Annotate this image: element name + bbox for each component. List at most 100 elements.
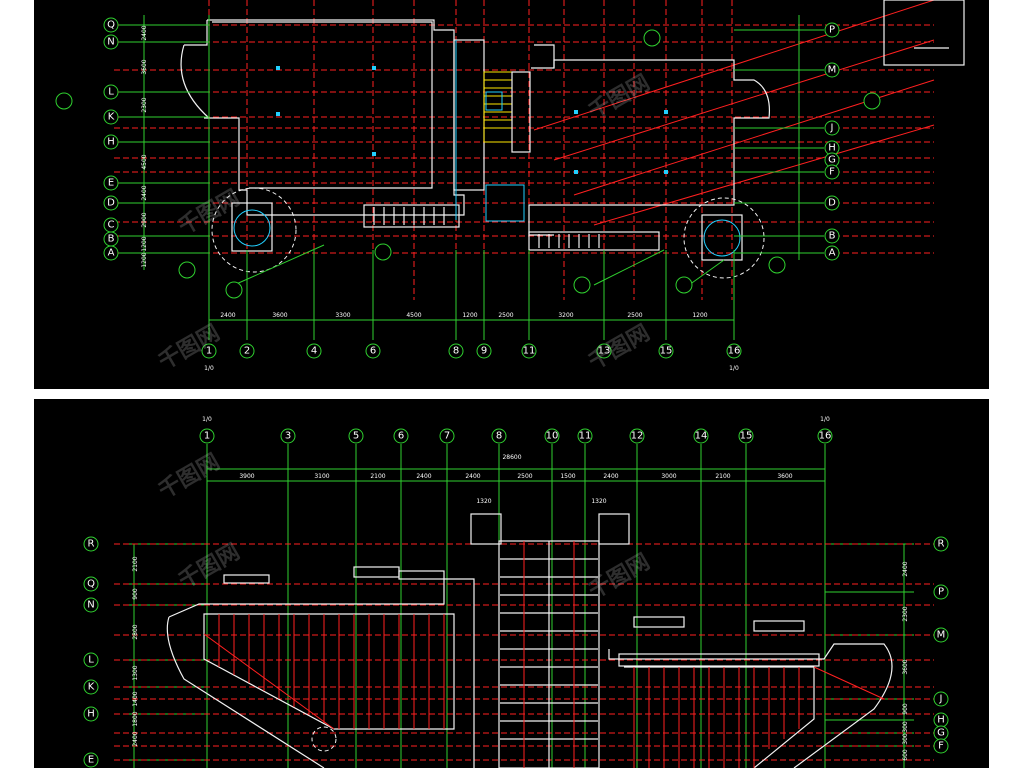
axis-bubbles-bottom: 1 2 4 6 8 9 11 13 15 16 1/0 1/0	[201, 343, 742, 372]
axis-label: L	[108, 87, 114, 98]
axis-label: M	[828, 65, 837, 76]
watermark-text: 千图网	[155, 450, 225, 505]
axis-label: 14	[695, 431, 708, 442]
dim-text: 2500	[517, 473, 532, 480]
axis-label: 9	[481, 346, 487, 357]
dimension-texts-right: 2400 2300 3600 900 300 300 600	[902, 561, 909, 761]
axis-label: 12	[631, 431, 644, 442]
roof-plan-sheet-bottom: 28600 3900 3100 2100 2400 2400 2500 1500…	[34, 399, 989, 768]
central-tower-roof	[470, 513, 630, 768]
axis-label: N	[87, 600, 94, 611]
dim-text: 3900	[239, 473, 254, 480]
dim-text: 2900	[141, 212, 148, 227]
axis-label: K	[88, 682, 95, 693]
axis-sublabel: 1/0	[202, 416, 212, 423]
axis-label: 2	[244, 346, 250, 357]
axis-label: D	[828, 198, 836, 209]
axis-label: 10	[546, 431, 559, 442]
axis-label: Q	[87, 579, 95, 590]
dim-text: 1200	[141, 252, 148, 267]
dimension-texts-bottom: 2400 3600 3300 4500 1200 2500 3200 2500 …	[220, 312, 707, 319]
dimension-texts-top: 28600 3900 3100 2100 2400 2400 2500 1500…	[239, 454, 792, 505]
dim-text: 1500	[560, 473, 575, 480]
watermark-group: 千图网 千图网 千图网	[155, 450, 655, 605]
axis-label: 1	[204, 431, 210, 442]
dim-text: 900	[132, 588, 139, 600]
axis-bubbles-left: Q N L K H E D C B A	[103, 17, 119, 261]
dim-text: 1200	[141, 236, 148, 251]
axis-label: 8	[453, 346, 459, 357]
left-roof-wing	[166, 566, 475, 768]
dim-text: 600	[902, 749, 909, 761]
dim-text: 300	[902, 733, 909, 745]
left-wing-walls	[180, 19, 465, 228]
axis-label: L	[88, 655, 94, 666]
axis-label: 7	[444, 431, 450, 442]
axis-bubbles-left: R Q N L K H E	[83, 536, 99, 768]
watermark-text: 千图网	[585, 321, 655, 376]
dimension-lines	[119, 15, 824, 340]
dim-text: 2400	[603, 473, 618, 480]
axis-label: B	[108, 234, 115, 245]
axis-label: 13	[598, 346, 611, 357]
floor-plan-drawing-top: 2400 3600 3300 4500 1200 2500 3200 2500 …	[55, 0, 965, 376]
axis-sublabel: 1/0	[204, 365, 214, 372]
right-wing-walls	[528, 0, 965, 251]
floor-plan-sheet-top: 2400 3600 3300 4500 1200 2500 3200 2500 …	[34, 0, 989, 389]
red-grid-horizontal	[114, 24, 934, 254]
left-round-tower	[211, 187, 297, 273]
dim-text: 2300	[141, 97, 148, 112]
axis-label: J	[939, 694, 943, 705]
dimension-texts-left: 2100 900 2800 1300 1400 1800 2400	[132, 556, 139, 746]
axis-label: 16	[728, 346, 741, 357]
right-roof-wing	[608, 616, 893, 768]
dim-text: 2300	[902, 606, 909, 621]
axis-label: 4	[311, 346, 317, 357]
axis-sublabel: 1/0	[820, 416, 830, 423]
axis-label: R	[938, 539, 945, 550]
axis-label: G	[828, 155, 836, 166]
axis-label: P	[938, 587, 944, 598]
dim-text: 2400	[465, 473, 480, 480]
dim-text: 2100	[132, 556, 139, 571]
dim-text: 2400	[132, 731, 139, 746]
axis-label: A	[108, 248, 115, 259]
right-round-tower	[683, 197, 765, 279]
dimension-texts-left: 2400 3600 2300 4500 2400 2900 1200 1200	[141, 25, 148, 267]
dim-text: 3200	[558, 312, 573, 319]
stair-dim-text: 1320	[591, 498, 606, 505]
axis-label: C	[108, 220, 115, 231]
axis-label: M	[937, 630, 946, 641]
dim-text: 3300	[335, 312, 350, 319]
dim-text: 900	[902, 703, 909, 715]
axis-label: N	[107, 37, 114, 48]
axis-label: E	[108, 178, 114, 189]
axis-label: 6	[398, 431, 404, 442]
axis-label: B	[829, 231, 836, 242]
axis-label: 15	[660, 346, 673, 357]
roof-plan-drawing-bottom: 28600 3900 3100 2100 2400 2400 2500 1500…	[83, 416, 949, 768]
dim-text: 2500	[498, 312, 513, 319]
axis-label: 15	[740, 431, 753, 442]
dim-text: 2400	[416, 473, 431, 480]
dim-text: 3600	[272, 312, 287, 319]
axis-label: F	[938, 741, 944, 752]
axis-label: R	[88, 539, 95, 550]
axis-bubbles-top: 1/0 1/0 1 3 5 6 7 8 10 11 12 14 15 16	[199, 416, 833, 444]
dim-text: 2400	[220, 312, 235, 319]
axis-label: 1	[206, 346, 212, 357]
watermark-text: 千图网	[585, 550, 655, 605]
axis-label: 5	[353, 431, 359, 442]
dim-text: 2400	[141, 185, 148, 200]
axis-label: Q	[107, 20, 115, 31]
dim-text: 1800	[132, 711, 139, 726]
equipment-markers	[276, 66, 668, 174]
stair-dim-text: 1320	[476, 498, 491, 505]
dim-text: 1300	[132, 665, 139, 680]
axis-label: 11	[523, 346, 536, 357]
total-dim-text: 28600	[502, 454, 521, 461]
watermark-text: 千图网	[175, 540, 245, 595]
axis-label: 11	[579, 431, 592, 442]
dim-text: 1400	[132, 691, 139, 706]
axis-label: H	[937, 715, 945, 726]
